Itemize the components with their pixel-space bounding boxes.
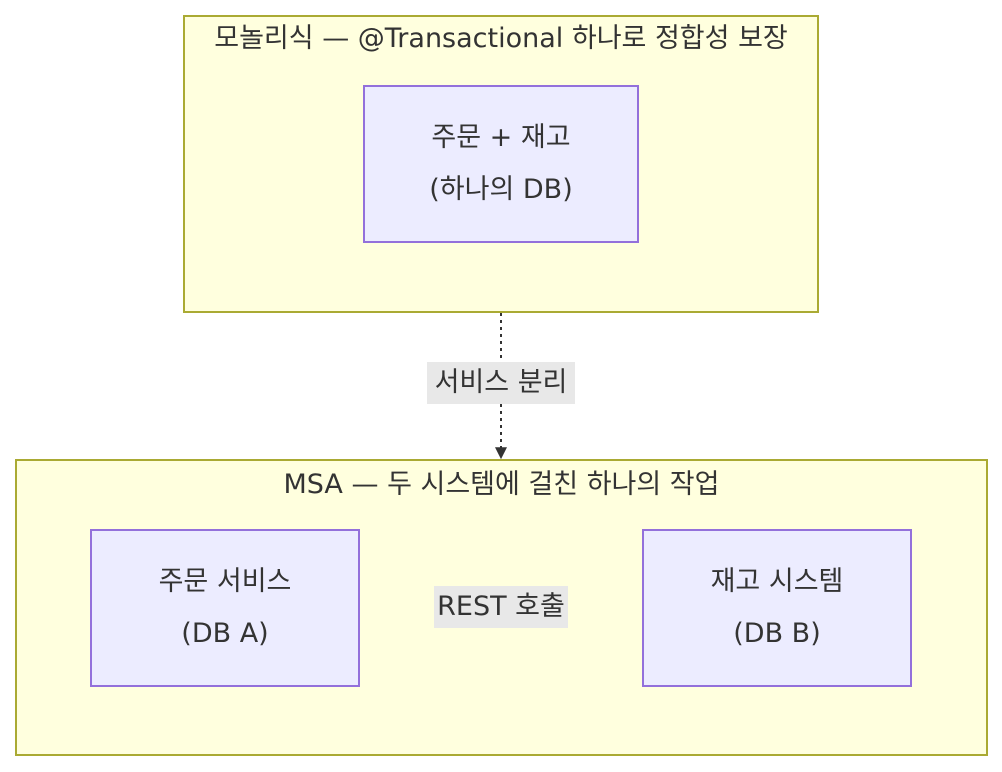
msa-cluster-title: MSA — 두 시스템에 걸친 하나의 작업 (283, 469, 720, 500)
inventory-system-node: 재고 시스템 (DB B) (642, 529, 912, 687)
inventory-system-node-line2: (DB B) (733, 618, 821, 649)
inventory-system-node-line1: 재고 시스템 (710, 566, 844, 597)
order-inventory-node-line1: 주문 + 재고 (431, 122, 571, 153)
separation-edge-label: 서비스 분리 (427, 362, 575, 404)
order-service-node-line2: (DB A) (181, 618, 269, 649)
order-inventory-node-line2: (하나의 DB) (429, 174, 573, 205)
order-service-node-line1: 주문 서비스 (158, 566, 292, 597)
order-service-node: 주문 서비스 (DB A) (90, 529, 360, 687)
rest-call-edge-label: REST 호출 (434, 586, 568, 628)
order-inventory-node: 주문 + 재고 (하나의 DB) (363, 85, 639, 243)
monolith-cluster-title: 모놀리식 — @Transactional 하나로 정합성 보장 (214, 23, 788, 54)
